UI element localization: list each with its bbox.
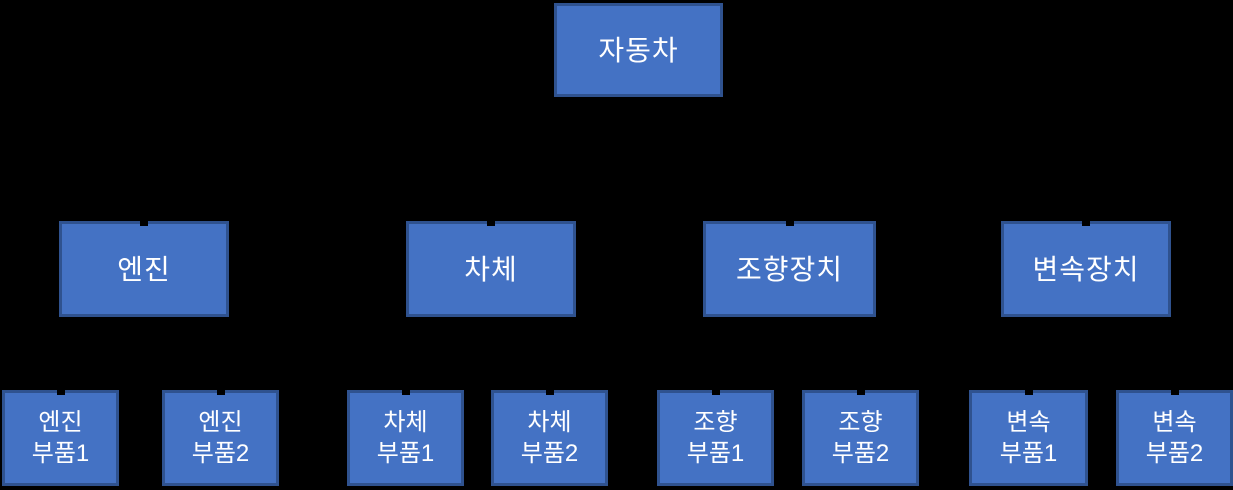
connector-drop-transmission bbox=[1085, 158, 1087, 221]
connector-drop-engine-part-1 bbox=[59, 354, 61, 390]
connector-root-bar bbox=[143, 158, 1087, 160]
connector-drop-body-part-1 bbox=[404, 354, 406, 390]
connector-endpoint bbox=[140, 221, 148, 226]
node-engine-part-1: 엔진 부품1 bbox=[2, 390, 119, 486]
connector-endpoint bbox=[1170, 390, 1179, 395]
node-transmission: 변속장치 bbox=[1001, 221, 1171, 317]
connector-endpoint bbox=[216, 390, 225, 395]
node-transmission-part-2: 변속 부품2 bbox=[1116, 390, 1233, 486]
node-steering-part-1-label: 조향 부품1 bbox=[686, 408, 745, 467]
node-transmission-part-1: 변속 부품1 bbox=[969, 390, 1088, 486]
node-steering: 조향장치 bbox=[703, 221, 876, 317]
node-engine-part-1-label: 엔진 부품1 bbox=[31, 408, 90, 467]
connector-endpoint bbox=[711, 390, 720, 395]
connector-drop-transmission-part-2 bbox=[1173, 354, 1175, 390]
connector-engine-bar bbox=[59, 354, 221, 356]
connector-endpoint bbox=[785, 221, 794, 226]
connector-drop-body bbox=[490, 158, 492, 221]
connector-drop-steering bbox=[788, 158, 790, 221]
connector-drop-engine bbox=[143, 158, 145, 221]
connector-root-stem bbox=[637, 97, 639, 159]
connector-engine-stem bbox=[143, 317, 145, 355]
connector-transmission-bar bbox=[1027, 354, 1175, 356]
node-engine-part-2-label: 엔진 부품2 bbox=[191, 408, 250, 467]
node-body-part-1-label: 차체 부품1 bbox=[376, 408, 435, 467]
connector-drop-transmission-part-1 bbox=[1027, 354, 1029, 390]
node-steering-label: 조향장치 bbox=[735, 253, 844, 285]
node-steering-part-2: 조향 부품2 bbox=[802, 390, 919, 486]
connector-drop-body-part-2 bbox=[548, 354, 550, 390]
connector-endpoint bbox=[545, 390, 554, 395]
connector-steering-bar bbox=[714, 354, 861, 356]
node-steering-part-1: 조향 부품1 bbox=[657, 390, 774, 486]
node-car: 자동차 bbox=[554, 3, 723, 97]
node-body: 차체 bbox=[406, 221, 576, 317]
node-transmission-part-2-label: 변속 부품2 bbox=[1145, 408, 1204, 467]
connector-endpoint bbox=[487, 221, 495, 226]
node-body-part-1: 차체 부품1 bbox=[347, 390, 464, 486]
connector-endpoint bbox=[1024, 390, 1033, 395]
connector-drop-steering-part-2 bbox=[859, 354, 861, 390]
node-engine-label: 엔진 bbox=[117, 253, 171, 285]
connector-body-bar bbox=[404, 354, 550, 356]
connector-endpoint bbox=[56, 390, 65, 395]
node-car-label: 자동차 bbox=[598, 34, 679, 66]
node-body-part-2-label: 차체 부품2 bbox=[520, 408, 579, 467]
connector-body-stem bbox=[490, 317, 492, 355]
connector-drop-steering-part-1 bbox=[714, 354, 716, 390]
node-engine-part-2: 엔진 부품2 bbox=[162, 390, 279, 486]
node-body-label: 차체 bbox=[464, 253, 518, 285]
node-engine: 엔진 bbox=[59, 221, 229, 317]
connector-steering-stem bbox=[788, 317, 790, 355]
connector-endpoint bbox=[856, 390, 865, 395]
connector-drop-engine-part-2 bbox=[219, 354, 221, 390]
node-body-part-2: 차체 부품2 bbox=[491, 390, 608, 486]
connector-endpoint bbox=[1082, 221, 1090, 226]
node-steering-part-2-label: 조향 부품2 bbox=[831, 408, 890, 467]
connector-endpoint bbox=[401, 390, 410, 395]
node-transmission-part-1-label: 변속 부품1 bbox=[999, 408, 1058, 467]
connector-transmission-stem bbox=[1085, 317, 1087, 355]
node-transmission-label: 변속장치 bbox=[1032, 253, 1140, 285]
